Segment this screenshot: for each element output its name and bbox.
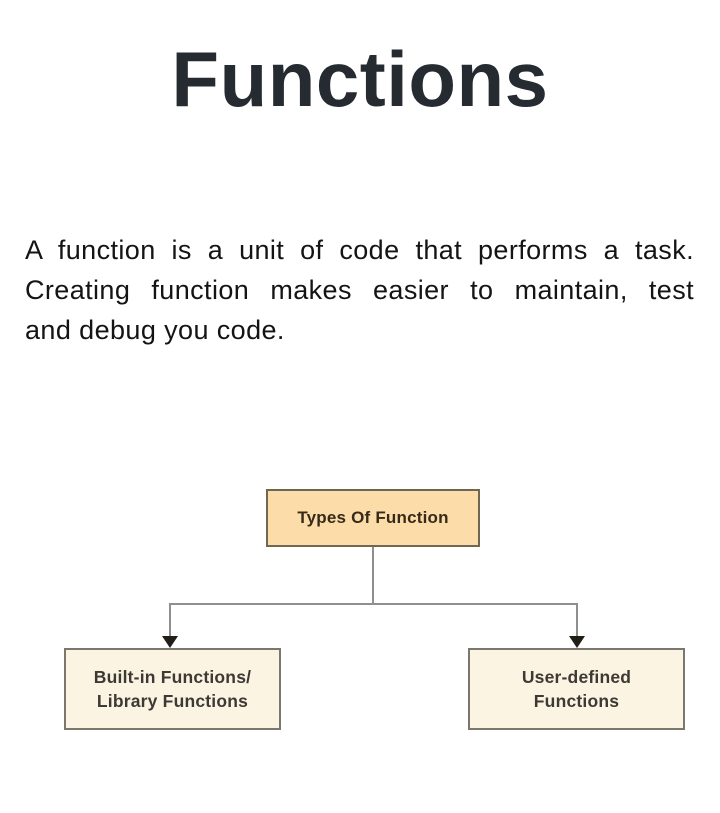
arrow-down-icon xyxy=(569,636,585,648)
connector-vertical-right xyxy=(576,603,578,639)
page-title: Functions xyxy=(171,35,549,123)
child-node-label-line: Built-in Functions/ xyxy=(93,667,252,687)
connector-horizontal xyxy=(169,603,578,605)
child-node-builtin-library-functions: Built-in Functions/ Library Functions xyxy=(64,648,281,730)
intro-line: A function is a unit of code that perfor… xyxy=(25,235,694,265)
intro-line: Creating function makes easier to mainta… xyxy=(25,275,694,305)
intro-paragraph: A function is a unit of code that perfor… xyxy=(25,230,694,350)
arrow-down-icon xyxy=(162,636,178,648)
child-node-label-line: Functions xyxy=(533,691,620,711)
root-node-types-of-function: Types Of Function xyxy=(266,489,480,547)
child-node-label-line: User-defined xyxy=(521,667,632,687)
intro-line: and debug you code. xyxy=(25,315,285,345)
child-node-user-defined-functions: User-defined Functions xyxy=(468,648,685,730)
connector-vertical-left xyxy=(169,603,171,639)
child-node-label-line: Library Functions xyxy=(96,691,249,711)
connector-vertical-from-root xyxy=(372,547,374,605)
root-node-label: Types Of Function xyxy=(297,508,449,527)
